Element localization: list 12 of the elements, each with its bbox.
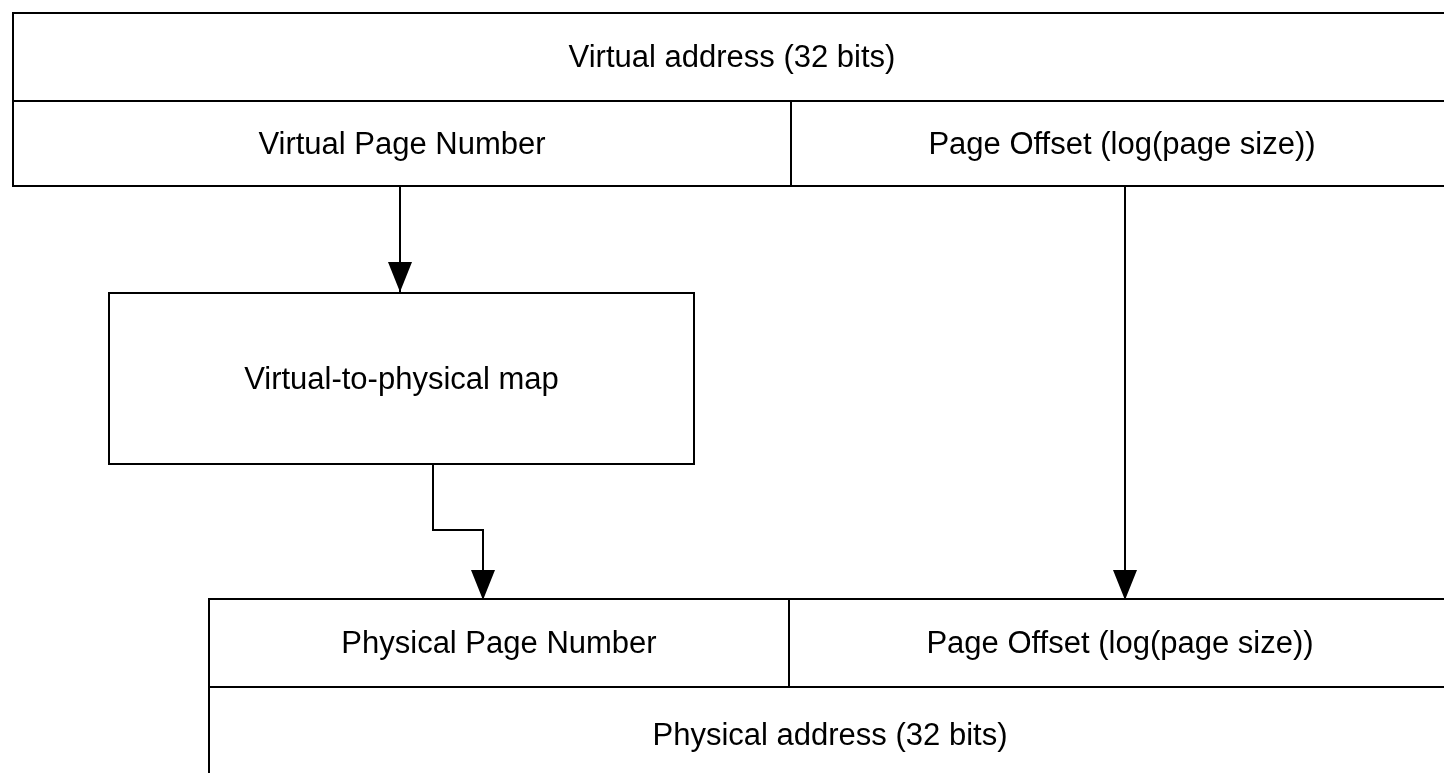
address-title: Physical address (32 bits) [652,716,1008,753]
address-title: Virtual address (32 bits) [568,39,896,75]
arrow [1113,184,1137,601]
arrow [388,184,412,293]
process-box: Virtual-to-physical map [108,292,695,465]
page-number-field: Virtual Page Number [14,100,792,185]
page-offset-field: Page Offset (log(page size)) [792,100,1444,185]
arrow [432,464,495,601]
physical-address-box [208,598,1444,773]
page-number-field: Physical Page Number [210,600,790,688]
page-offset-field: Page Offset (log(page size)) [790,600,1444,688]
virtual-address-box [12,12,1444,187]
